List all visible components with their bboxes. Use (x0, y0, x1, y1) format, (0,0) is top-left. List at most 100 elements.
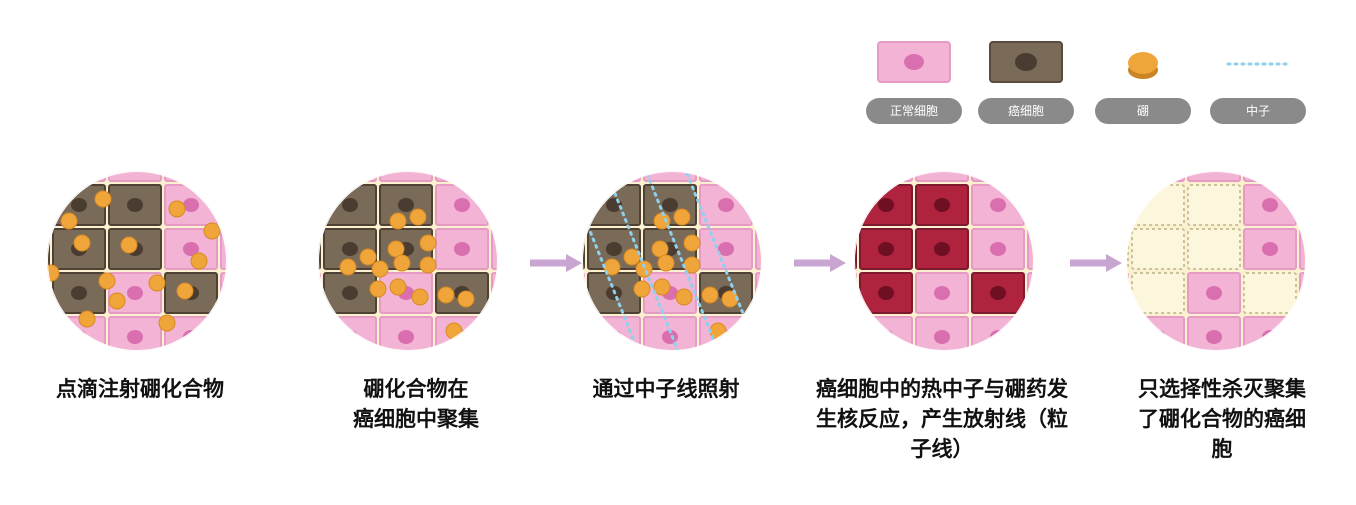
normal-cell (755, 316, 762, 351)
normal-cell (755, 272, 762, 314)
cell-nucleus (1046, 198, 1062, 212)
cell-nucleus (239, 286, 255, 300)
boron-particle (190, 252, 208, 270)
destroyed-cancer-cell (1131, 184, 1185, 226)
cell-nucleus (127, 286, 143, 300)
boron-particle (78, 310, 96, 328)
arrow-2 (794, 254, 846, 272)
boron-particle (437, 286, 455, 304)
cell-nucleus (822, 198, 838, 212)
cell-nucleus (662, 330, 678, 344)
normal-cell (582, 171, 585, 182)
normal-cell (1027, 316, 1034, 351)
normal-cell (1299, 228, 1306, 270)
cell-nucleus (71, 286, 87, 300)
normal-cell (491, 316, 498, 351)
cell-nucleus (1150, 154, 1166, 168)
normal-cell (971, 171, 1025, 182)
cell-nucleus (1046, 286, 1062, 300)
cell-nucleus (774, 154, 790, 168)
cell-nucleus (1094, 330, 1110, 344)
boron-particle (94, 190, 112, 208)
cell-nucleus (342, 330, 358, 344)
cell-nucleus (239, 198, 255, 212)
boron-particle (419, 234, 437, 252)
normal-cell (220, 171, 227, 182)
cell-nucleus (15, 198, 31, 212)
cell-nucleus (822, 154, 838, 168)
normal-cell (52, 171, 106, 182)
normal-cell (859, 316, 913, 351)
cell-nucleus (342, 154, 358, 168)
cell-nucleus (1318, 286, 1334, 300)
boron-particle (675, 288, 693, 306)
normal-cell (1243, 316, 1297, 351)
boron-particle (409, 208, 427, 226)
cell-nucleus (510, 286, 526, 300)
normal-cell (582, 184, 585, 226)
boron-particle (108, 292, 126, 310)
boron-particle (339, 258, 357, 276)
cell-nucleus (286, 374, 302, 388)
cell-nucleus (550, 242, 566, 256)
cell-nucleus (398, 154, 414, 168)
cell-nucleus (1046, 154, 1062, 168)
step3-line-1: 通过中子线照射 (592, 377, 740, 401)
cell-nucleus (71, 198, 87, 212)
cell-nucleus (878, 242, 894, 256)
normal-cell (1126, 316, 1129, 351)
normal-cell (582, 316, 585, 351)
cell-nucleus (15, 286, 31, 300)
step4-caption: 癌细胞中的热中子与硼药发 生核反应，产生放射线（粒 子线） (782, 374, 1102, 464)
cell-nucleus (1206, 330, 1222, 344)
step5-caption: 只选择性杀灭聚集 了硼化合物的癌细 胞 (1108, 374, 1336, 464)
normal-cell (643, 171, 697, 182)
normal-cell (755, 228, 762, 270)
cell-nucleus (606, 154, 622, 168)
boron-particle (633, 280, 651, 298)
normal-cell (318, 272, 321, 314)
cell-nucleus (454, 242, 470, 256)
neutron-beam (582, 171, 644, 351)
destroyed-cancer-cell (1243, 272, 1297, 314)
destroyed-cancer-cell (1187, 184, 1241, 226)
step1-caption: 点滴注射硼化合物 (40, 374, 240, 404)
normal-cell (379, 171, 433, 182)
cell-nucleus (1262, 242, 1278, 256)
boron-particle (48, 194, 66, 212)
cell-nucleus (878, 198, 894, 212)
cell-nucleus (1262, 154, 1278, 168)
normal-cell (318, 316, 321, 351)
cell-nucleus (127, 198, 143, 212)
normal-cell (47, 316, 50, 351)
normal-cell (268, 361, 320, 401)
cell-nucleus (1094, 198, 1110, 212)
destroyed-cancer-cell (1131, 228, 1185, 270)
normal-cell (318, 184, 321, 226)
legend (877, 41, 1292, 83)
boron-particle (411, 288, 429, 306)
normal-cell (435, 171, 489, 182)
reacted-cancer-cell (854, 228, 857, 270)
cell-nucleus (606, 330, 622, 344)
normal-cell (1299, 272, 1306, 314)
normal-cell (915, 171, 969, 182)
normal-cell (491, 228, 498, 270)
cell-nucleus (1318, 154, 1334, 168)
cancer-cell (318, 228, 321, 270)
cell-nucleus (878, 154, 894, 168)
boron-particle (176, 282, 194, 300)
cell-nucleus (342, 286, 358, 300)
normal-cell (220, 316, 227, 351)
step2-circle (268, 154, 526, 401)
normal-cell (323, 316, 377, 351)
normal-cell (164, 171, 218, 182)
cell-nucleus (1046, 242, 1062, 256)
legend-label-normal-cell: 正常细胞 (866, 98, 962, 124)
cell-nucleus (239, 154, 255, 168)
step2-line-2: 癌细胞中聚集 (353, 407, 479, 431)
step5-circle (1094, 154, 1334, 351)
normal-cell (491, 171, 498, 182)
normal-cell (47, 184, 50, 226)
